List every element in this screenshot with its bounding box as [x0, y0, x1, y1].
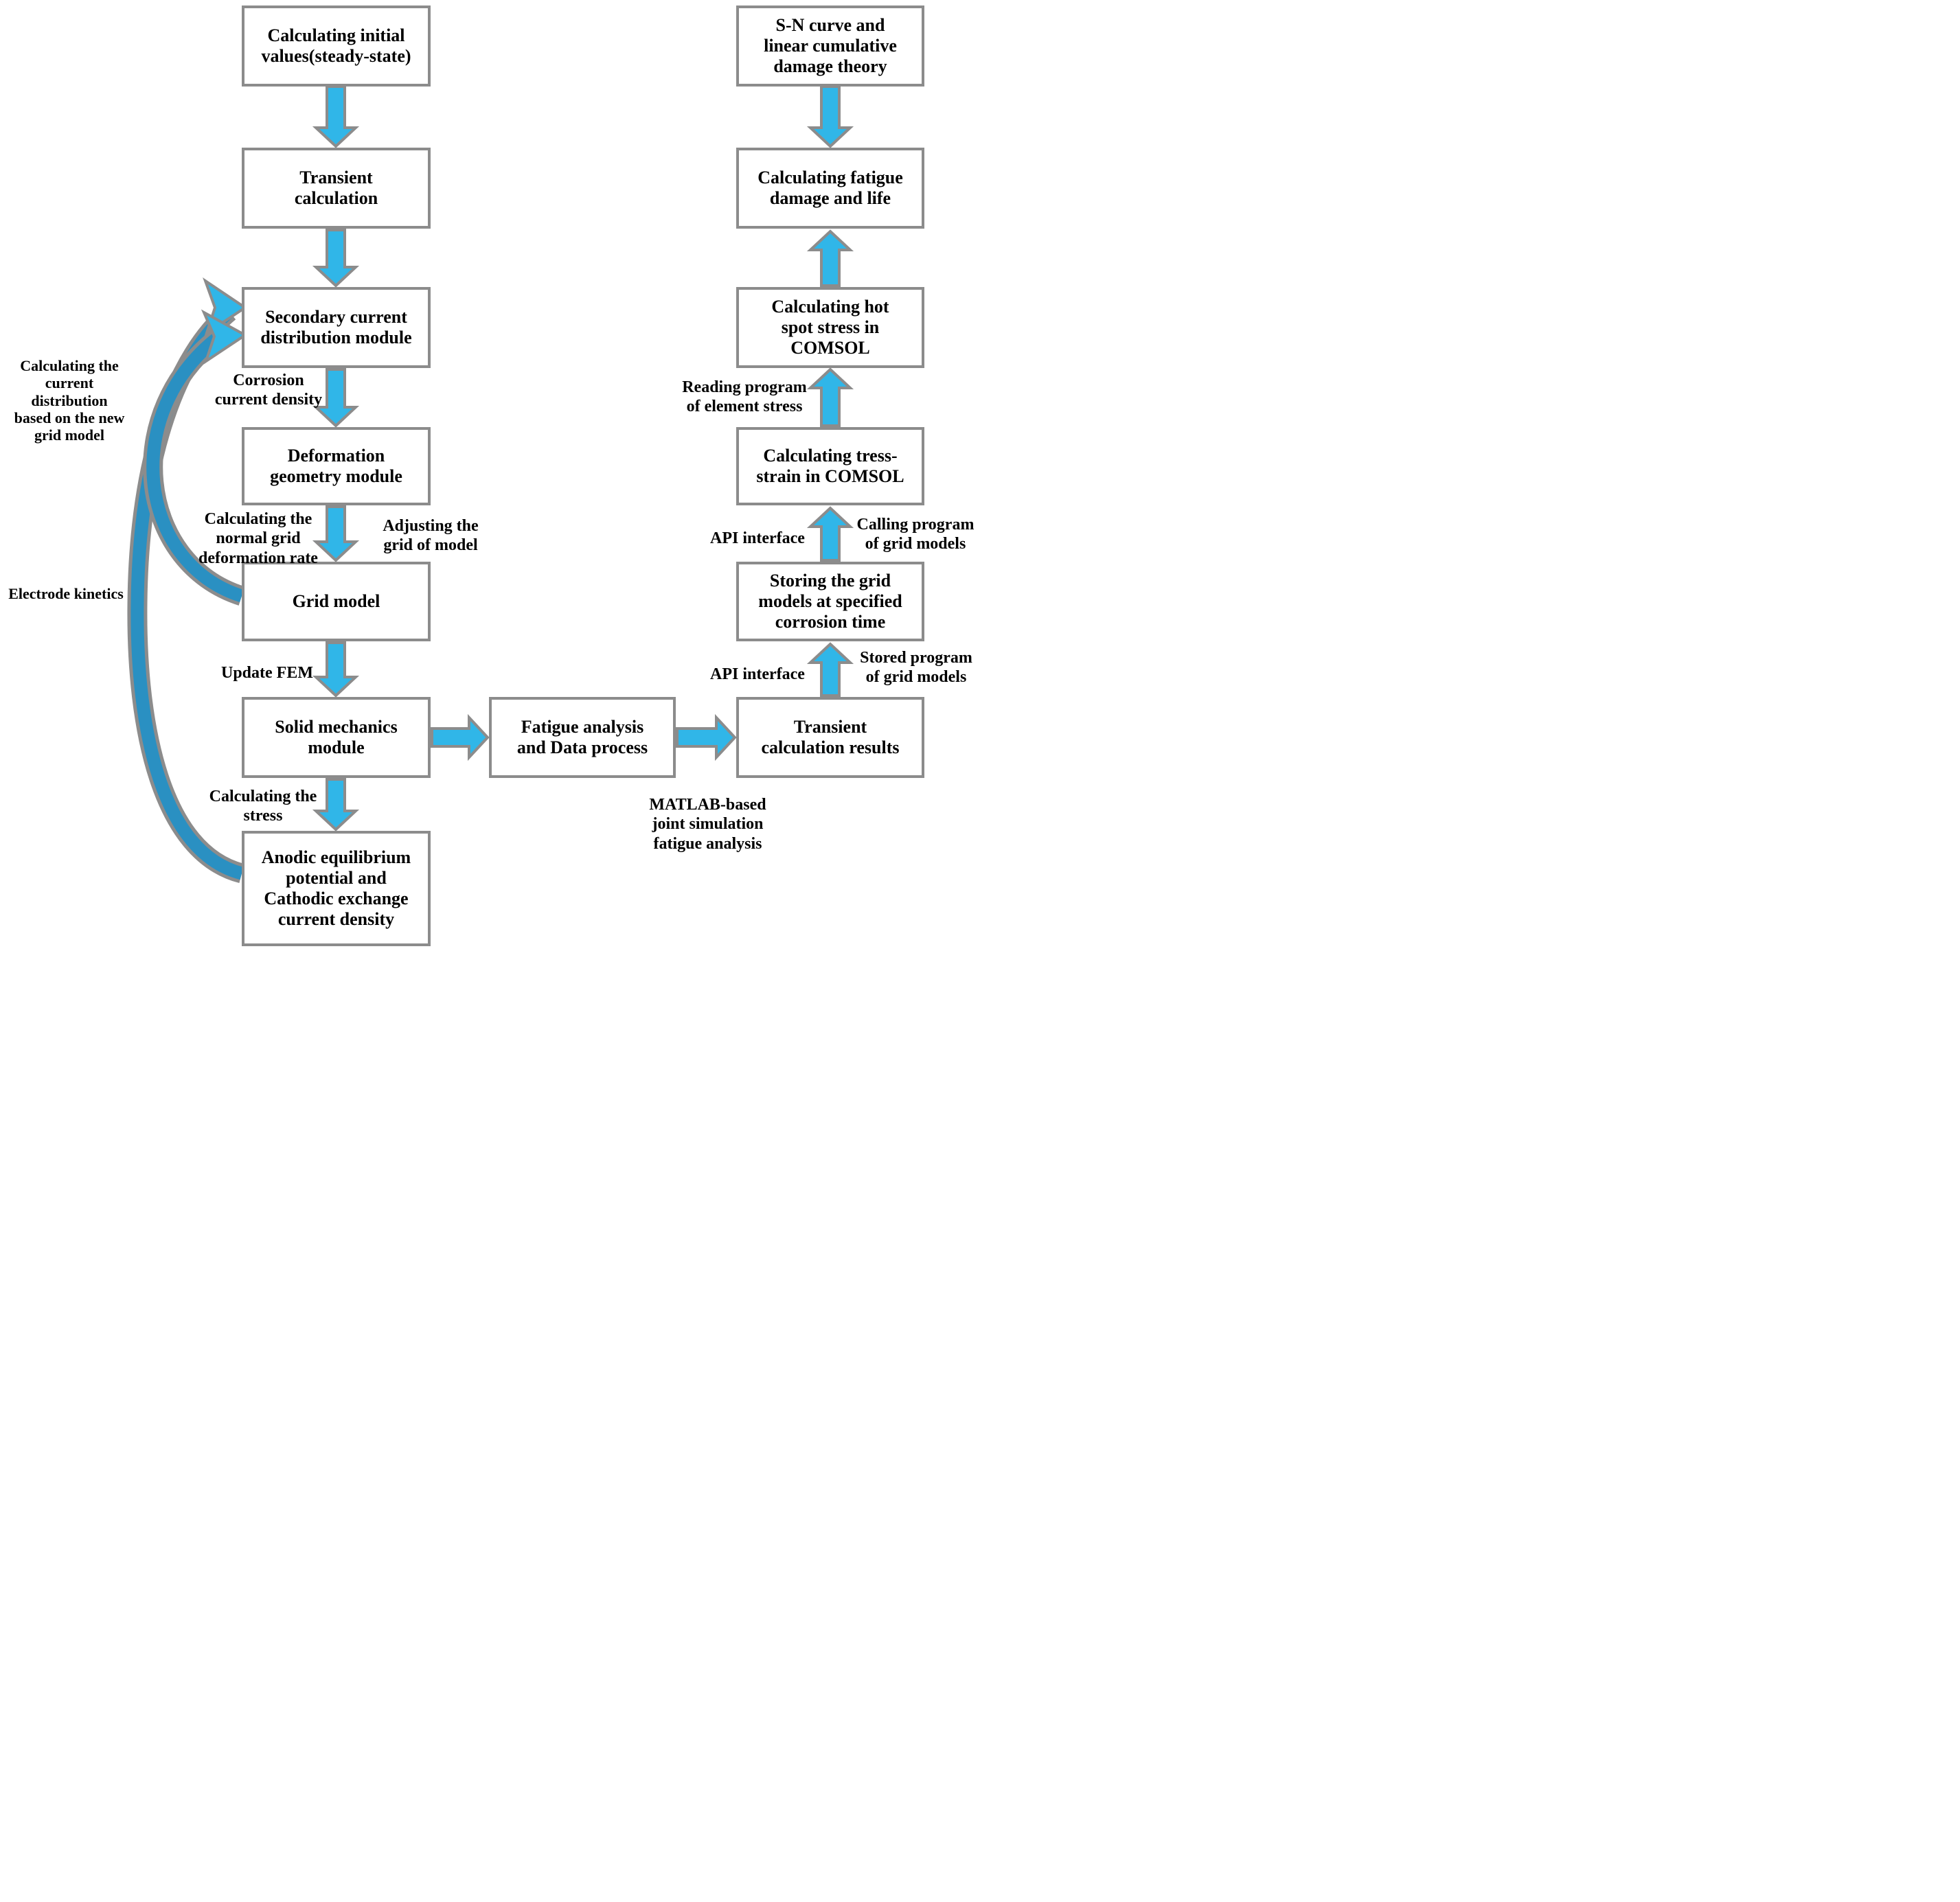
flow-arrow [806, 642, 854, 697]
label-electrode-kinetics: Electrode kinetics [8, 585, 124, 602]
label-update-fem: Update FEM [221, 664, 313, 682]
box-deformation-geometry: Deformation geometry module [242, 427, 431, 505]
flow-arrow [806, 85, 854, 148]
label-adjusting-grid-of-model: Adjusting the grid of model [383, 517, 479, 555]
box-hot-spot-stress: Calculating hot spot stress in COMSOL [736, 287, 924, 368]
label-calculating-the-stress: Calculating the stress [209, 788, 317, 825]
flow-arrow [806, 367, 854, 427]
label-normal-grid-deformation-rate: Calculating the normal grid deformation … [198, 510, 318, 567]
box-anodic-equilibrium: Anodic equilibrium potential and Cathodi… [242, 831, 431, 946]
flow-arrow [312, 368, 360, 428]
flow-arrows-layer [127, 85, 854, 884]
label-api-interface-lower: API interface [710, 665, 805, 683]
flow-arrow [312, 505, 360, 562]
label-api-interface-upper: API interface [710, 529, 805, 547]
box-transient-calculation-results: Transient calculation results [736, 697, 924, 778]
flow-diagram: Calculating initial values(steady-state)… [0, 0, 980, 951]
box-calculating-initial-values: Calculating initial values(steady-state) [242, 5, 431, 87]
loop-arrow-new-grid [146, 330, 244, 603]
box-fatigue-damage-life: Calculating fatigue damage and life [736, 148, 924, 229]
flow-arrow [806, 506, 854, 562]
label-current-distribution-new-grid: Calculating the current distribution bas… [14, 357, 125, 444]
label-reading-program-element-stress: Reading program of element stress [682, 378, 807, 416]
flow-arrow [806, 229, 854, 287]
box-fatigue-analysis: Fatigue analysis and Data process [489, 697, 676, 778]
box-transient-calculation: Transient calculation [242, 148, 431, 229]
box-secondary-current-distribution: Secondary current distribution module [242, 287, 431, 368]
box-solid-mechanics: Solid mechanics module [242, 697, 431, 778]
label-matlab-joint-simulation: MATLAB-based joint simulation fatigue an… [649, 796, 766, 853]
flow-arrow [312, 778, 360, 832]
box-sn-curve: S-N curve and linear cumulative damage t… [736, 5, 924, 87]
flow-arrow [676, 713, 737, 761]
flow-arrow [312, 85, 360, 148]
box-tress-strain-comsol: Calculating tress- strain in COMSOL [736, 427, 924, 505]
label-calling-program-grid-models: Calling program of grid models [856, 516, 975, 553]
box-grid-model: Grid model [242, 562, 431, 641]
loop-arrowhead-new-grid [201, 309, 248, 365]
flow-arrow [312, 641, 360, 698]
label-stored-program-grid-models: Stored program of grid models [860, 649, 972, 687]
label-corrosion-current-density: Corrosion current density [214, 371, 323, 409]
flow-arrow [431, 713, 490, 761]
box-storing-grid-models: Storing the grid models at specified cor… [736, 562, 924, 641]
flow-arrow [312, 229, 360, 288]
